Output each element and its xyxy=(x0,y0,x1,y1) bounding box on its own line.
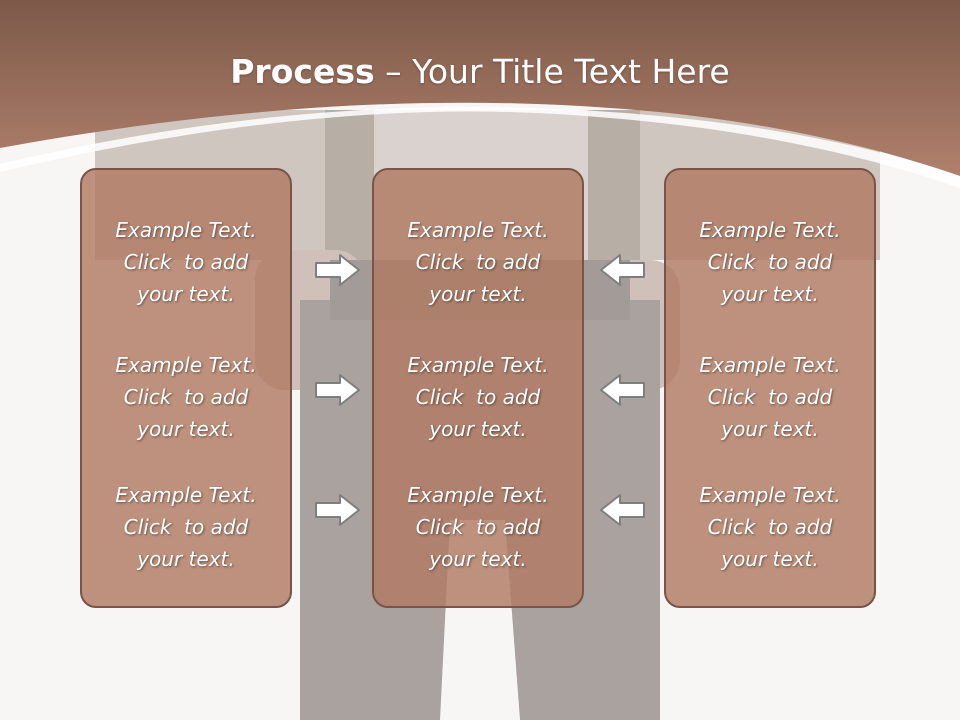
text-placeholder[interactable]: Example Text. Click to add your text. xyxy=(374,349,582,445)
text-line: your text. xyxy=(429,417,527,441)
arrow-right-icon xyxy=(315,494,360,526)
text-line: your text. xyxy=(721,282,819,306)
title-bold: Process xyxy=(230,52,375,91)
title-rest: – Your Title Text Here xyxy=(374,52,730,91)
text-line: Example Text. xyxy=(115,218,257,242)
text-line: Click to add xyxy=(415,515,541,539)
text-line: Click to add xyxy=(415,385,541,409)
slide-title: Process – Your Title Text Here xyxy=(0,52,960,91)
text-line: your text. xyxy=(137,282,235,306)
text-line: Click to add xyxy=(707,515,833,539)
header-band xyxy=(0,0,960,188)
text-line: Example Text. xyxy=(699,483,841,507)
text-placeholder[interactable]: Example Text. Click to add your text. xyxy=(374,214,582,310)
arrow-right-icon xyxy=(315,254,360,286)
text-placeholder[interactable]: Example Text. Click to add your text. xyxy=(666,479,874,575)
text-placeholder[interactable]: Example Text. Click to add your text. xyxy=(374,479,582,575)
text-line: your text. xyxy=(137,547,235,571)
process-box-right[interactable]: Example Text. Click to add your text. Ex… xyxy=(664,168,876,608)
process-box-left[interactable]: Example Text. Click to add your text. Ex… xyxy=(80,168,292,608)
text-placeholder[interactable]: Example Text. Click to add your text. xyxy=(666,214,874,310)
text-line: your text. xyxy=(429,547,527,571)
text-line: Example Text. xyxy=(699,218,841,242)
text-line: Example Text. xyxy=(699,353,841,377)
text-line: Example Text. xyxy=(407,218,549,242)
text-line: Click to add xyxy=(415,250,541,274)
arrow-right-icon xyxy=(315,374,360,406)
text-placeholder[interactable]: Example Text. Click to add your text. xyxy=(82,349,290,445)
text-line: Click to add xyxy=(123,385,249,409)
arrow-left-icon xyxy=(600,494,645,526)
text-line: Example Text. xyxy=(407,353,549,377)
text-line: Example Text. xyxy=(115,353,257,377)
text-line: your text. xyxy=(721,417,819,441)
process-box-center[interactable]: Example Text. Click to add your text. Ex… xyxy=(372,168,584,608)
text-placeholder[interactable]: Example Text. Click to add your text. xyxy=(82,479,290,575)
text-placeholder[interactable]: Example Text. Click to add your text. xyxy=(82,214,290,310)
text-line: your text. xyxy=(429,282,527,306)
arrow-left-icon xyxy=(600,374,645,406)
text-line: Click to add xyxy=(123,250,249,274)
text-line: Click to add xyxy=(123,515,249,539)
text-placeholder[interactable]: Example Text. Click to add your text. xyxy=(666,349,874,445)
text-line: Click to add xyxy=(707,385,833,409)
arrow-left-icon xyxy=(600,254,645,286)
text-line: your text. xyxy=(137,417,235,441)
text-line: Example Text. xyxy=(407,483,549,507)
text-line: Click to add xyxy=(707,250,833,274)
text-line: your text. xyxy=(721,547,819,571)
text-line: Example Text. xyxy=(115,483,257,507)
